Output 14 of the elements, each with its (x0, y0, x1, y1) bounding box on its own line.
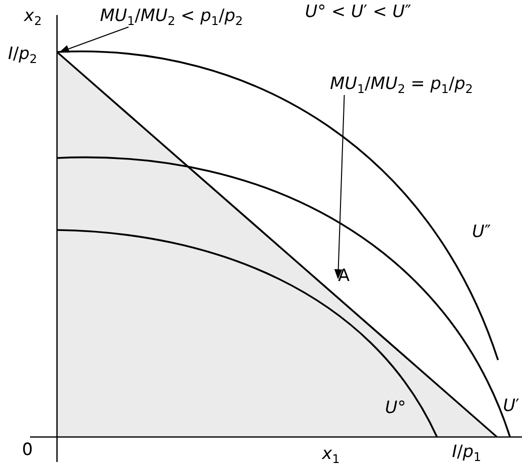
axis-intercept-label: I/p$_{2}$ (8, 46, 38, 65)
curve-label: U′ (503, 398, 520, 415)
point-label: A (338, 268, 350, 285)
origin-label: 0 (22, 442, 33, 459)
axis-label: x$_{1}$ (322, 446, 340, 465)
annotation-text: MU$_{1}$/MU$_{2}$ = p$_{1}$/p$_{2}$ (330, 76, 473, 95)
inequality-note: U° < U′ < U″ (305, 4, 412, 21)
leader-line (59, 26, 130, 53)
curve-label: U″ (472, 224, 491, 241)
axis-intercept-label: I/p$_{1}$ (452, 444, 482, 463)
leader-line (334, 94, 345, 280)
axis-label: x$_{2}$ (24, 8, 42, 27)
annotation-text: MU$_{1}$/MU$_{2}$ < p$_{1}$/p$_{2}$ (100, 8, 243, 27)
curve-label: U° (385, 400, 406, 417)
